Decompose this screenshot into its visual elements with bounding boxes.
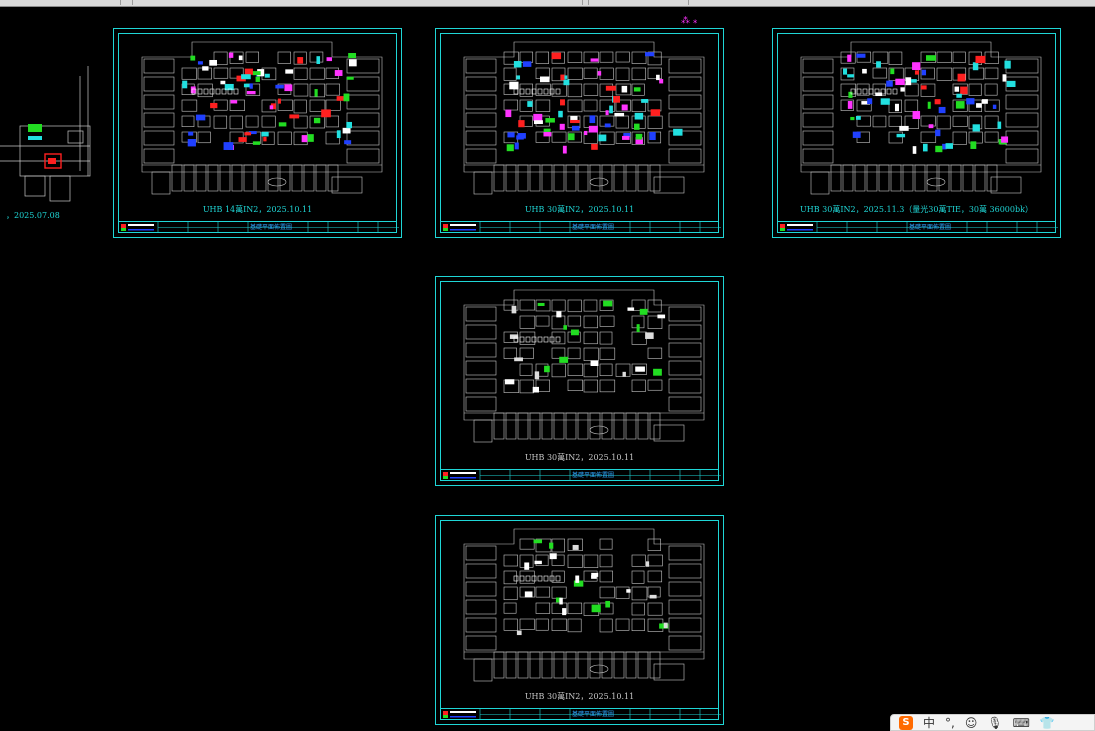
sheet-border (777, 33, 1056, 233)
title-block: 基礎平面佈置圖 (440, 708, 721, 720)
title-block-text: 基礎平面佈置圖 (250, 224, 293, 231)
floor-plan-drawing (463, 528, 705, 682)
toolbar-segment[interactable] (132, 0, 583, 5)
cad-drawing-canvas[interactable]: ⁂ ⁎ ，2025.07.08 UHB 14萬IN2，2025.10.11 (0, 6, 1095, 731)
drawing-sheet-2[interactable]: UHB 30萬IN2，2025.10.11 基礎平面佈置圖 (435, 28, 724, 238)
floor-plan-drawing (463, 289, 705, 443)
ime-keyboard-icon[interactable]: ⌨ (1012, 715, 1030, 730)
floor-plan-drawing (463, 41, 705, 195)
title-block: 基礎平面佈置圖 (118, 221, 399, 233)
ime-toolbar: S 中 °, ☺ 🎙 ⌨ 👕 (890, 714, 1095, 731)
sheet-caption: UHB 14萬IN2，2025.10.11 (202, 205, 313, 214)
canvas-marker: ⁂ ⁎ (681, 16, 698, 26)
toolbar-segment[interactable] (588, 0, 689, 5)
toolbar-segment[interactable] (582, 0, 589, 5)
title-block-text: 基礎平面佈置圖 (572, 472, 615, 479)
ime-punctuation-icon[interactable]: °, (945, 715, 955, 730)
drawing-sheet-1[interactable]: UHB 14萬IN2，2025.10.11 基礎平面佈置圖 (113, 28, 402, 238)
sheet-border (440, 520, 719, 720)
title-block: 基礎平面佈置圖 (440, 221, 721, 233)
drawing-sheet-3[interactable]: UHB 30萬IN2，2025.11.3（量光30萬TIE，30萬 36000b… (772, 28, 1061, 238)
ime-skin-icon[interactable]: 👕 (1039, 715, 1055, 730)
toolbar-segment[interactable] (120, 0, 133, 5)
drawing-sheet-5[interactable]: UHB 30萬IN2，2025.10.11 基礎平面佈置圖 (435, 515, 724, 725)
title-block: 基礎平面佈置圖 (440, 469, 721, 481)
sheet-border (440, 33, 719, 233)
sheet-border (118, 33, 397, 233)
ime-logo-icon[interactable]: S (899, 715, 913, 730)
drawing-sheet-4[interactable]: UHB 30萬IN2，2025.10.11 基礎平面佈置圖 (435, 276, 724, 486)
toolbar-segment[interactable] (0, 0, 121, 5)
title-block-text: 基礎平面佈置圖 (909, 224, 952, 231)
ime-microphone-icon[interactable]: 🎙 (987, 715, 1003, 730)
title-block-text: 基礎平面佈置圖 (572, 711, 615, 718)
sheet-caption: UHB 30萬IN2，2025.11.3（量光30萬TIE，30萬 36000b… (800, 205, 1033, 214)
sheet-caption: UHB 30萬IN2，2025.10.11 (524, 205, 635, 214)
partial-sheet-caption: ，2025.07.08 (6, 211, 60, 220)
partial-plan-drawing (0, 66, 91, 202)
window-top-toolbar (0, 0, 1095, 7)
floor-plan-drawing (141, 41, 383, 195)
sheet-caption: UHB 30萬IN2，2025.10.11 (524, 453, 635, 462)
ime-mode-toggle[interactable]: 中 (923, 716, 936, 730)
floor-plan-drawing (800, 41, 1042, 195)
ime-emoji-icon[interactable]: ☺ (964, 715, 978, 730)
sheet-border (440, 281, 719, 481)
title-block: 基礎平面佈置圖 (777, 221, 1058, 233)
sheet-caption: UHB 30萬IN2，2025.10.11 (524, 692, 635, 701)
partial-sheet[interactable] (0, 66, 95, 236)
title-block-text: 基礎平面佈置圖 (572, 224, 615, 231)
